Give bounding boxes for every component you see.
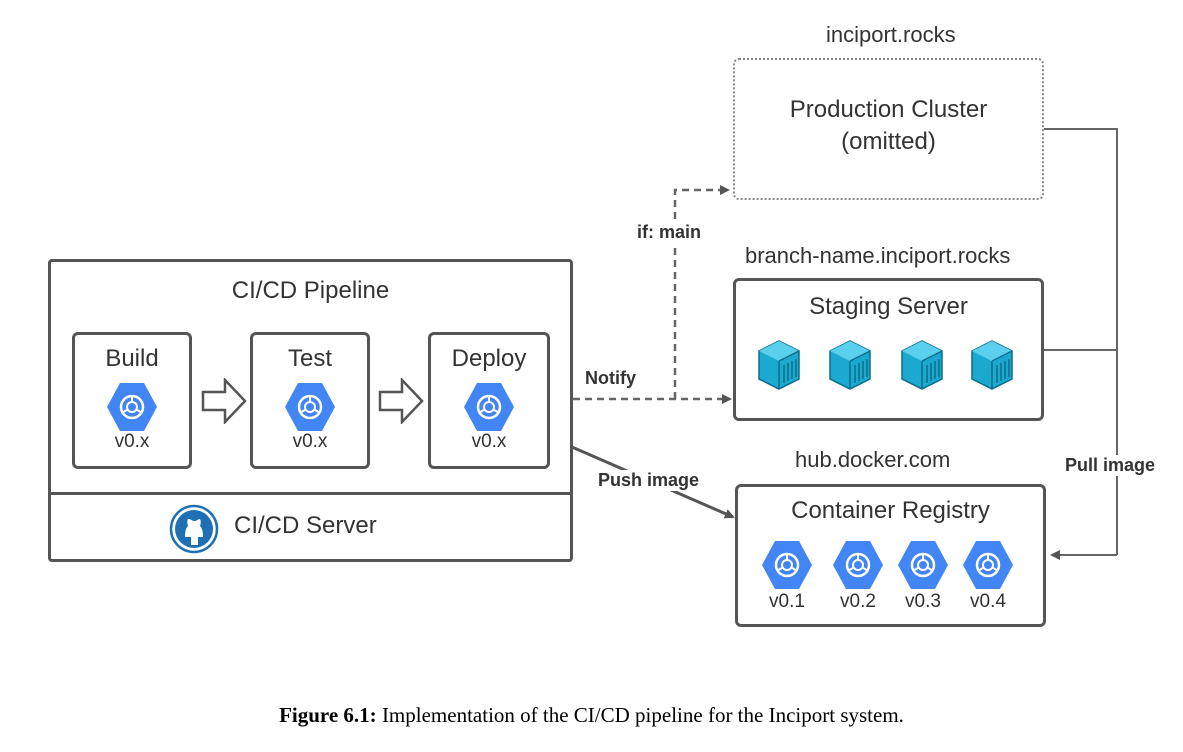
container-image-icon <box>464 383 514 431</box>
registry-version: v0.4 <box>970 591 1006 612</box>
container-image-icon <box>107 383 157 431</box>
hollow-arrow-icon <box>201 378 247 424</box>
stage-build: Build v0.x <box>72 332 192 469</box>
container-cube-icon <box>758 340 800 390</box>
notify-label: Notify <box>585 368 636 388</box>
server-divider <box>51 492 570 495</box>
container-image-icon <box>833 541 883 589</box>
container-cube-icon <box>971 340 1013 390</box>
if-main-label: if: main <box>637 222 702 243</box>
push-image-label: Push image <box>598 470 700 491</box>
stage-test-name: Test <box>287 345 332 372</box>
stage-deploy-version: v0.x <box>471 431 507 452</box>
production-title: Production Cluster <box>789 96 988 123</box>
if-main-arrow <box>673 185 730 399</box>
github-icon <box>169 504 219 554</box>
container-image-icon <box>963 541 1013 589</box>
pipeline-title: CI/CD Pipeline <box>231 277 390 304</box>
stage-build-name: Build <box>105 345 159 372</box>
container-image-icon <box>285 383 335 431</box>
registry-version: v0.2 <box>840 591 876 612</box>
caption-text: Implementation of the CI/CD pipeline for… <box>381 703 904 727</box>
pull-image-label: Pull image <box>1065 455 1166 476</box>
production-omitted: (omitted) <box>841 128 936 155</box>
stage-deploy: Deploy v0.x <box>428 332 550 469</box>
stage-deploy-name: Deploy <box>451 345 527 372</box>
container-cube-icon <box>901 340 943 390</box>
registry-version: v0.1 <box>769 591 805 612</box>
cicd-pipeline-box: CI/CD Pipeline Build v0.x Test v0.x Depl… <box>48 259 573 562</box>
registry-version: v0.3 <box>905 591 941 612</box>
registry-title: Container Registry <box>791 497 990 524</box>
pull-image-line-production <box>1044 128 1118 555</box>
staging-title: Staging Server <box>809 293 968 320</box>
production-domain: inciport.rocks <box>826 22 956 47</box>
container-image-icon <box>898 541 948 589</box>
container-image-icon <box>762 541 812 589</box>
staging-server-box: Staging Server <box>733 278 1044 421</box>
staging-domain: branch-name.inciport.rocks <box>745 243 1011 268</box>
figure-caption: Figure 6.1: Implementation of the CI/CD … <box>0 703 1183 728</box>
hollow-arrow-icon <box>378 378 424 424</box>
container-cube-icon <box>829 340 871 390</box>
stage-build-version: v0.x <box>114 431 150 452</box>
container-registry-box: Container Registry v0.1 v0.2 v0.3 v0.4 <box>735 484 1046 627</box>
production-cluster-box: Production Cluster (omitted) <box>733 58 1044 200</box>
stage-test: Test v0.x <box>250 332 370 469</box>
stage-test-version: v0.x <box>292 431 328 452</box>
caption-label: Figure 6.1: <box>279 703 377 727</box>
cicd-server-label: CI/CD Server <box>234 512 377 539</box>
registry-domain: hub.docker.com <box>795 447 951 472</box>
